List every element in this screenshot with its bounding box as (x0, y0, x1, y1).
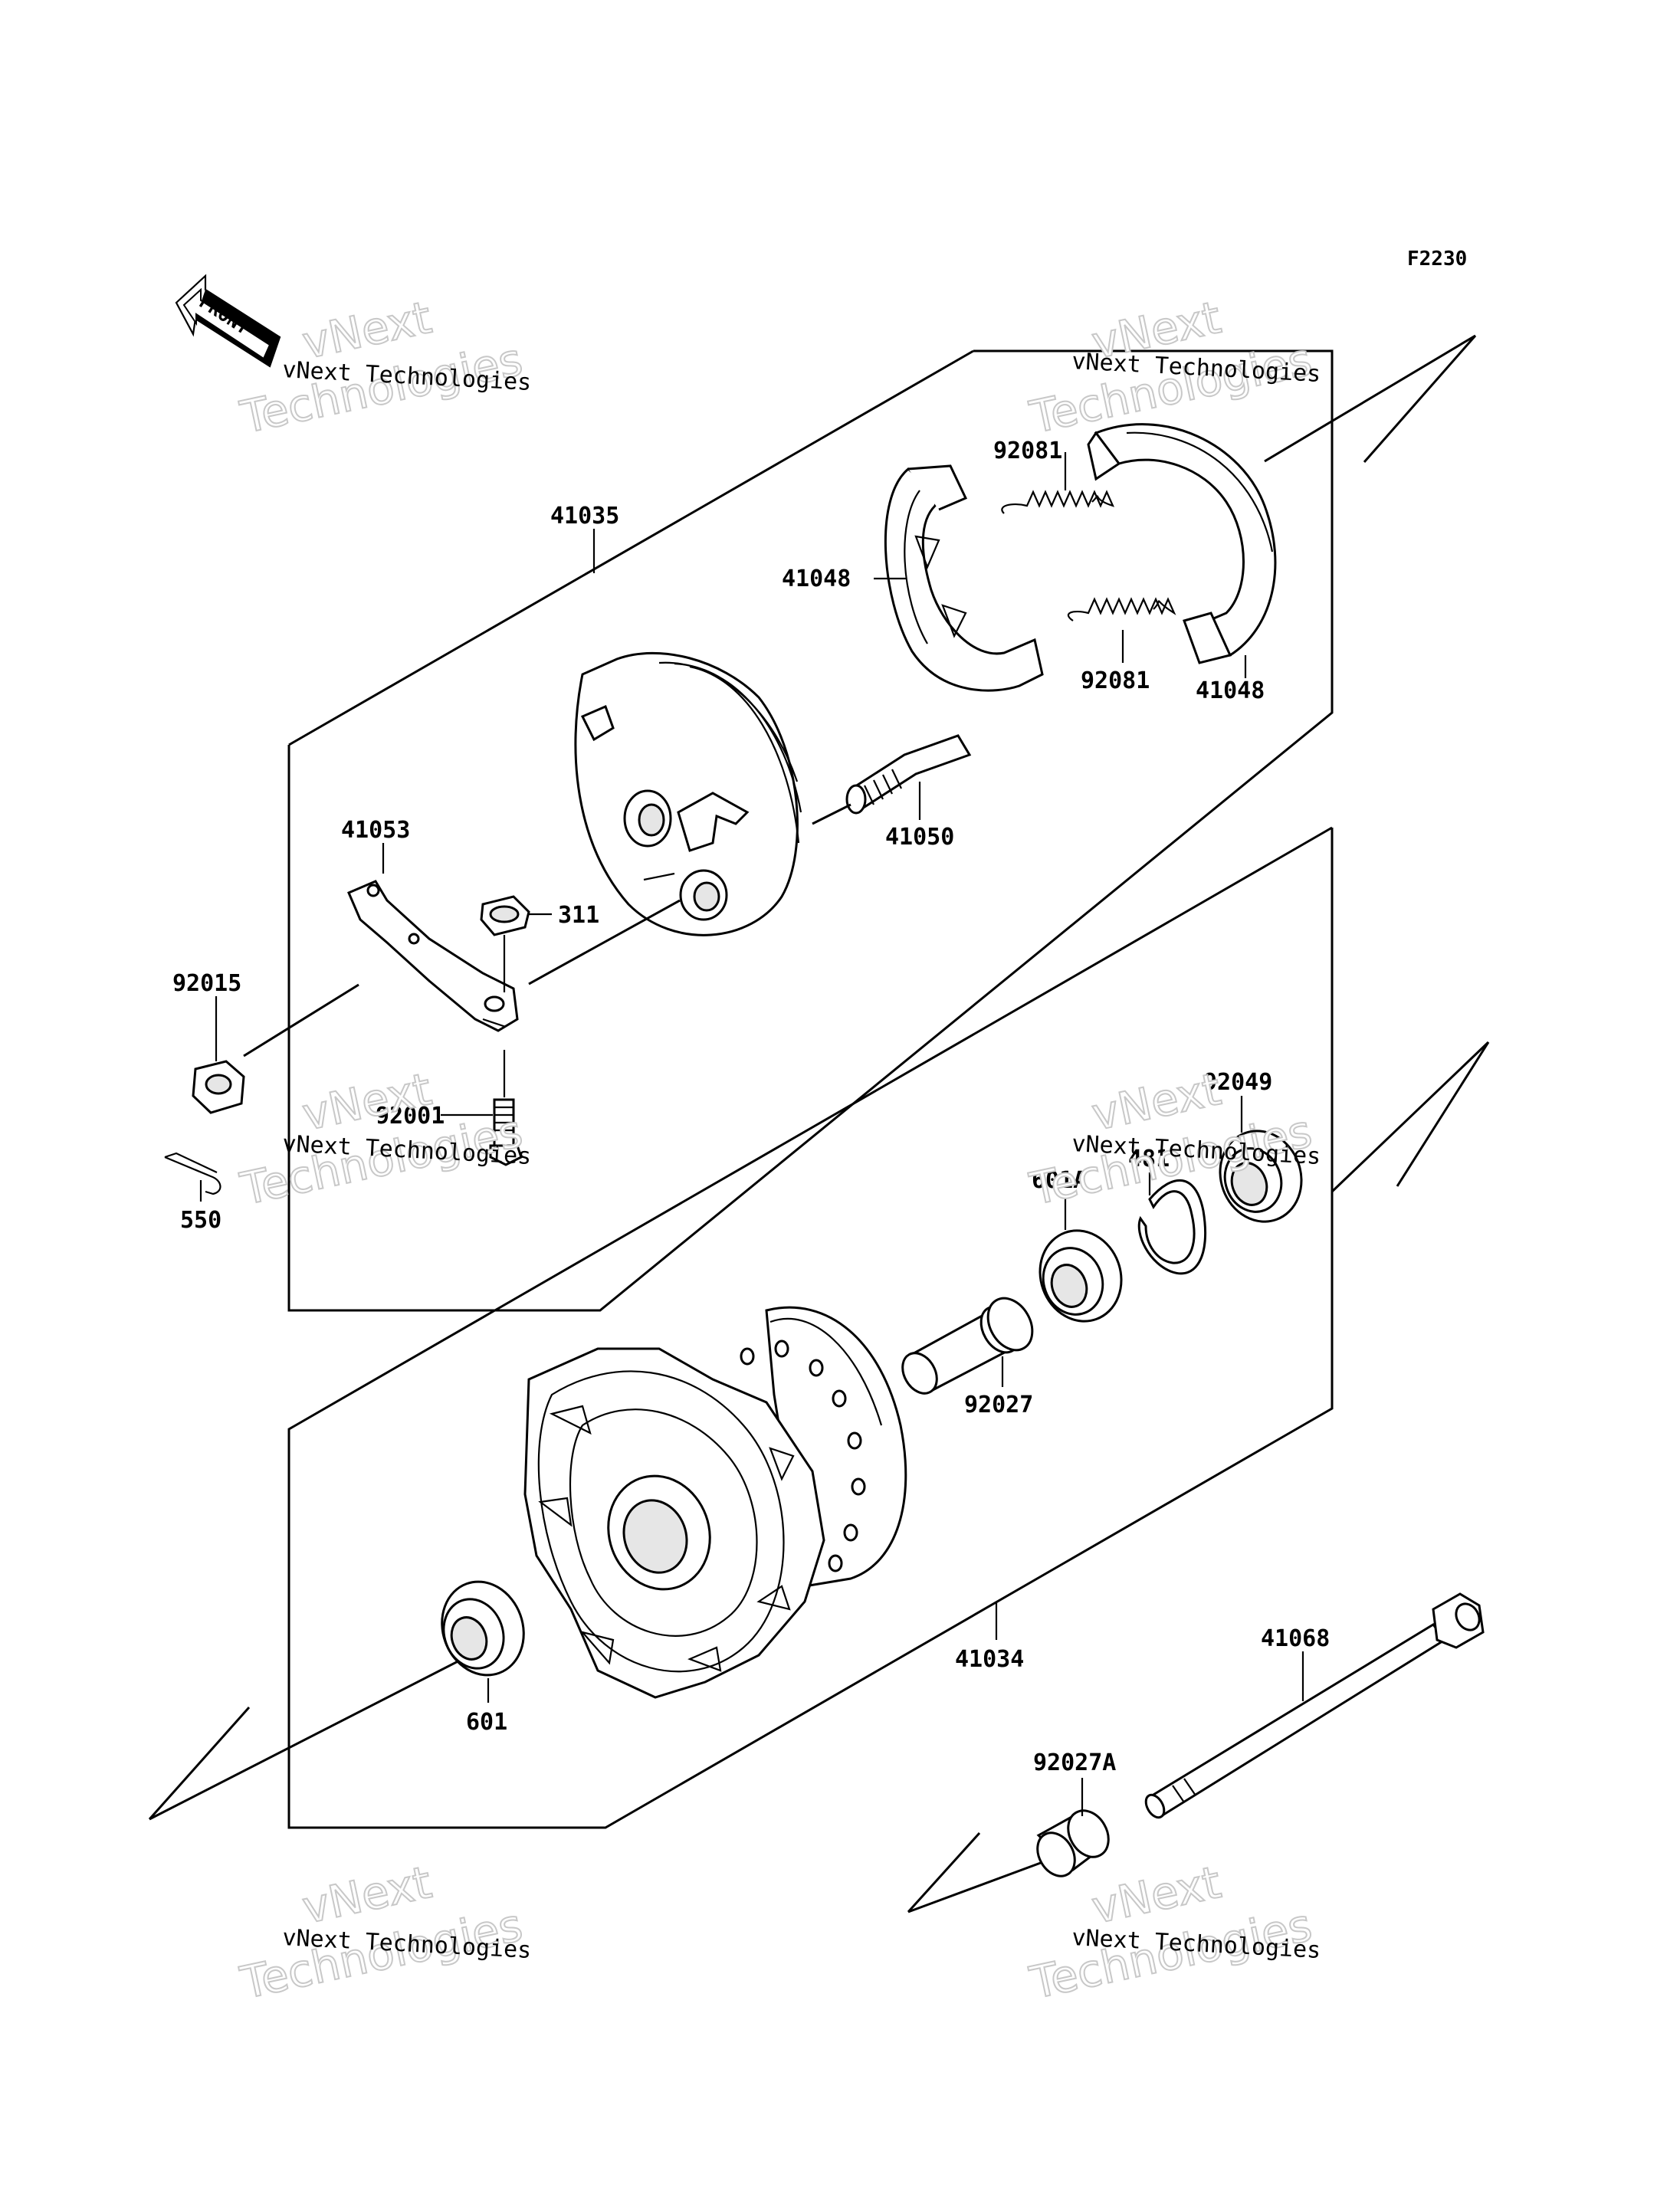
bearing-601a (1039, 1229, 1123, 1323)
cotter-pin-550 (164, 1152, 221, 1195)
front-arrow-icon: FRONT (175, 274, 281, 368)
brake-panel-box (287, 334, 1477, 1312)
spring-top (1001, 490, 1114, 514)
spacer-92027 (901, 1297, 1034, 1395)
label-481: 481 (1128, 1146, 1170, 1172)
label-41034: 41034 (955, 1646, 1024, 1673)
label-41068: 41068 (1261, 1625, 1330, 1652)
bolt-92001 (489, 1050, 523, 1166)
label-92081-bottom: 92081 (1081, 667, 1150, 694)
label-601: 601 (466, 1709, 507, 1736)
watermark-mid-left: vNext Technologies vNext Technologies (235, 1062, 532, 1216)
collar-92027a (1036, 1809, 1110, 1877)
leader-lines (199, 452, 1304, 1816)
lever-nut-92015 (192, 983, 359, 1114)
label-92049: 92049 (1203, 1069, 1272, 1096)
brake-shoe-right (1087, 423, 1277, 664)
label-550: 550 (180, 1207, 221, 1234)
diagram-code: F2230 (1407, 248, 1467, 271)
label-41048-right: 41048 (1196, 677, 1265, 704)
label-92081-top: 92081 (993, 438, 1062, 464)
label-92027a: 92027A (1033, 1749, 1116, 1776)
label-92001: 92001 (376, 1103, 445, 1130)
brake-panel (574, 651, 802, 936)
brake-lever (347, 880, 519, 1032)
label-41050: 41050 (885, 824, 954, 851)
spring-bottom (1067, 597, 1176, 621)
label-41035: 41035 (550, 503, 619, 530)
label-41048-top: 41048 (782, 566, 851, 592)
watermark-top-right: vNext Technologies vNext Technologies (1025, 290, 1321, 444)
watermark-bottom-right: vNext Technologies vNext Technologies (1025, 1855, 1321, 2010)
watermark-top-left: vNext Technologies vNext Technologies (235, 290, 532, 444)
wheel-hub (523, 1306, 907, 1699)
label-41053: 41053 (341, 817, 410, 844)
nut-311 (480, 895, 681, 992)
label-92015: 92015 (172, 970, 241, 997)
brake-shoe-top (884, 464, 1044, 692)
axle-41068 (1144, 1592, 1485, 1819)
label-601a: 601A (1032, 1167, 1087, 1194)
cam-shaft (812, 734, 972, 825)
bearing-601 (441, 1580, 525, 1677)
watermark-bottom-left: vNext Technologies vNext Technologies (235, 1855, 532, 2010)
label-92027: 92027 (964, 1392, 1033, 1418)
circlip-481 (1137, 1179, 1207, 1275)
oil-seal-92049 (1219, 1130, 1303, 1223)
label-311: 311 (558, 902, 599, 929)
part-labels: 41035 41048 92081 92081 41048 41050 4105… (172, 438, 1330, 1776)
hub-box (148, 826, 1490, 1913)
